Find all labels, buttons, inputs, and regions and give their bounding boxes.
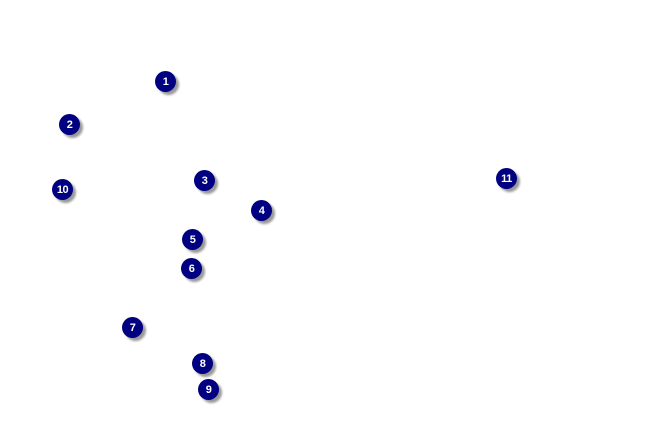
map-marker-1[interactable]: 1 [155,71,176,92]
map-marker-10[interactable]: 10 [52,179,73,200]
map-marker-5[interactable]: 5 [182,229,203,250]
map-marker-7[interactable]: 7 [122,317,143,338]
map-marker-9[interactable]: 9 [198,379,219,400]
map-marker-3[interactable]: 3 [194,170,215,191]
map-marker-8[interactable]: 8 [192,353,213,374]
map-marker-2[interactable]: 2 [59,114,80,135]
map-marker-4[interactable]: 4 [251,200,272,221]
map-marker-6[interactable]: 6 [181,258,202,279]
map-marker-11[interactable]: 11 [496,168,517,189]
